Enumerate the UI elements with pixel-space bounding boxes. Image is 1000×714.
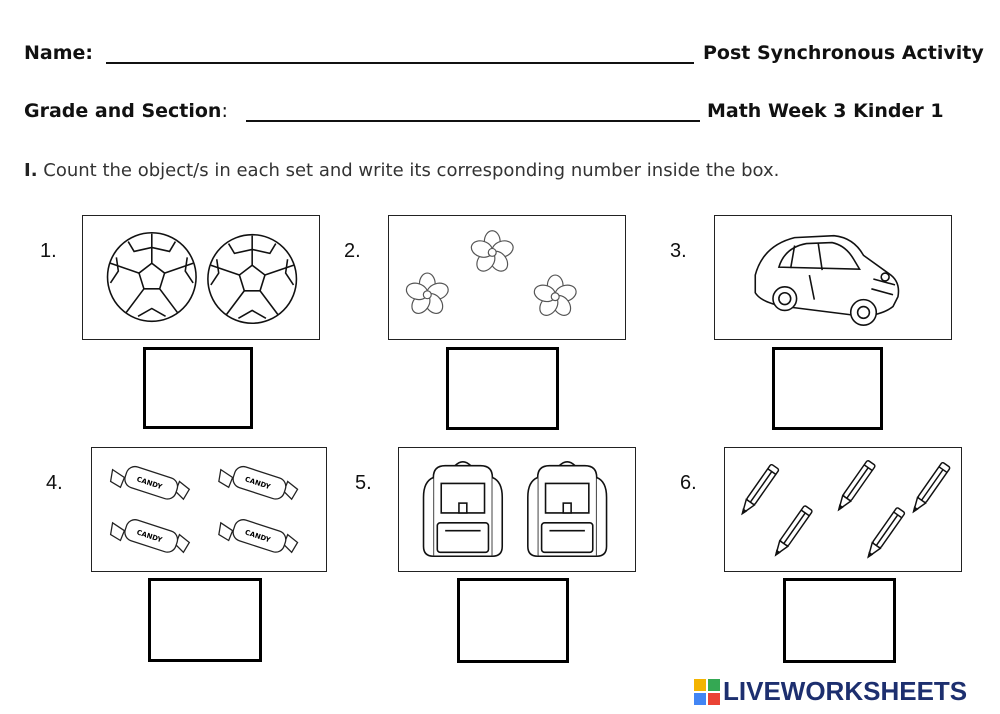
candy-1: CANDY bbox=[109, 463, 190, 502]
instruction-numeral: I. bbox=[24, 160, 38, 181]
pencils-icon bbox=[737, 459, 952, 561]
soccer-balls-icon bbox=[106, 231, 298, 325]
instruction: I. Count the object/s in each set and wr… bbox=[24, 160, 779, 181]
candy-2: CANDY bbox=[218, 463, 299, 502]
item-5-picture bbox=[398, 447, 636, 572]
item-6-picture bbox=[724, 447, 962, 572]
item-number: 6. bbox=[680, 472, 697, 494]
item-4-picture: CANDY CANDY CANDY CANDY bbox=[91, 447, 327, 572]
candy-4: CANDY bbox=[218, 516, 299, 556]
grade-section-line[interactable] bbox=[246, 120, 700, 122]
item-1-picture bbox=[82, 215, 320, 340]
item-3-picture bbox=[714, 215, 952, 340]
name-line[interactable] bbox=[106, 62, 694, 64]
candies-icon: CANDY CANDY CANDY CANDY bbox=[109, 463, 299, 556]
answer-box-5[interactable] bbox=[457, 578, 569, 663]
answer-box-3[interactable] bbox=[772, 347, 883, 430]
brand-text: LIVEWORKSHEETS bbox=[723, 676, 968, 706]
answer-box-6[interactable] bbox=[783, 578, 896, 663]
answer-box-4[interactable] bbox=[148, 578, 262, 662]
item-number: 4. bbox=[46, 472, 63, 494]
activity-title: Post Synchronous Activity bbox=[703, 42, 984, 64]
grade-section-label: Grade and Section: bbox=[24, 100, 228, 122]
liveworksheets-mark-icon bbox=[694, 678, 720, 705]
instruction-text: Count the object/s in each set and write… bbox=[37, 160, 780, 181]
answer-box-2[interactable] bbox=[446, 347, 559, 430]
item-number: 5. bbox=[355, 472, 372, 494]
grade-section-colon: : bbox=[221, 100, 228, 122]
backpacks-icon bbox=[422, 460, 608, 558]
item-2-picture bbox=[388, 215, 626, 340]
grade-section-text: Grade and Section bbox=[24, 100, 222, 122]
car-icon bbox=[754, 234, 900, 327]
liveworksheets-logo[interactable]: LIVEWORKSHEETS bbox=[694, 676, 967, 707]
item-number: 2. bbox=[344, 240, 361, 262]
item-number: 3. bbox=[670, 240, 687, 262]
item-number: 1. bbox=[40, 240, 57, 262]
answer-box-1[interactable] bbox=[143, 347, 253, 429]
name-label: Name: bbox=[24, 42, 94, 64]
subject-title: Math Week 3 Kinder 1 bbox=[707, 100, 944, 122]
flowers-icon bbox=[403, 230, 579, 320]
candy-3: CANDY bbox=[109, 516, 190, 556]
